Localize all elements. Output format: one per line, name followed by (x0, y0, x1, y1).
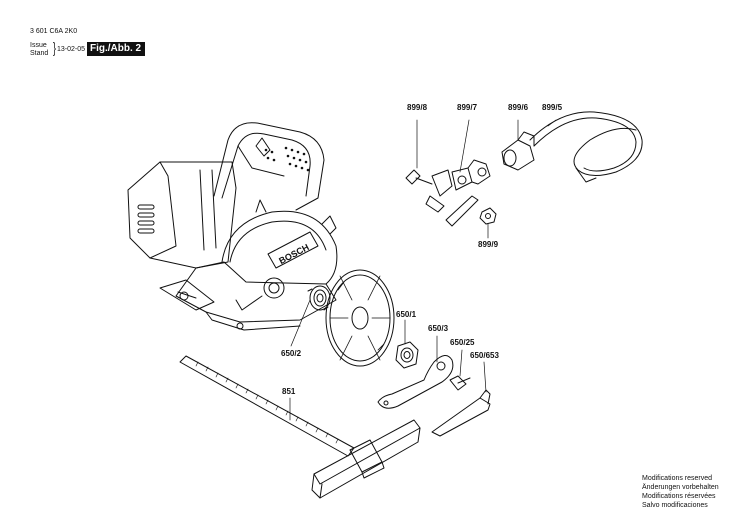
issue-date: 13-02-05 (57, 46, 86, 53)
part-label-899-5: 899/5 (542, 103, 563, 112)
circular-saw-body (127, 122, 338, 331)
part-label-899-7: 899/7 (457, 103, 478, 112)
spanner-wrench (377, 355, 454, 409)
part-label-650-1: 650/1 (396, 310, 417, 319)
water-hose (529, 111, 643, 183)
part-label-899-9: 899/9 (478, 240, 499, 249)
screw (449, 375, 471, 391)
note-de: Änderungen vorbehalten (642, 484, 719, 491)
issue-label: Issue (30, 42, 47, 49)
part-label-650-653: 650/653 (470, 351, 499, 360)
parallel-guide (179, 355, 421, 499)
stand-label: Stand (30, 50, 49, 57)
modification-notes: Modifications reserved Änderungen vorbeh… (642, 474, 719, 510)
figure-label: Fig./Abb. 2 (87, 42, 146, 56)
document-number: 3 601 C6A 2K0 (30, 28, 78, 35)
note-en: Modifications reserved (642, 475, 713, 482)
part-label-899-8: 899/8 (407, 103, 428, 112)
clamping-nut (395, 341, 419, 369)
part-label-899-6: 899/6 (508, 103, 529, 112)
part-label-650-2: 650/2 (281, 349, 302, 358)
note-es: Salvo modificaciones (642, 502, 708, 509)
issue-brace: } (53, 40, 57, 57)
part-label-851: 851 (282, 387, 296, 396)
part-label-650-3: 650/3 (428, 324, 449, 333)
water-cock-assembly (405, 159, 497, 227)
inner-flange (307, 285, 331, 311)
note-fr: Modifications réservées (642, 493, 716, 500)
diamond-blade (325, 269, 395, 367)
part-label-650-25: 650/25 (450, 338, 475, 347)
svg-text:BOSCH: BOSCH (277, 242, 310, 266)
allen-key (431, 389, 491, 437)
brand-logo: BOSCH (277, 242, 310, 266)
leader-lines (289, 119, 557, 421)
